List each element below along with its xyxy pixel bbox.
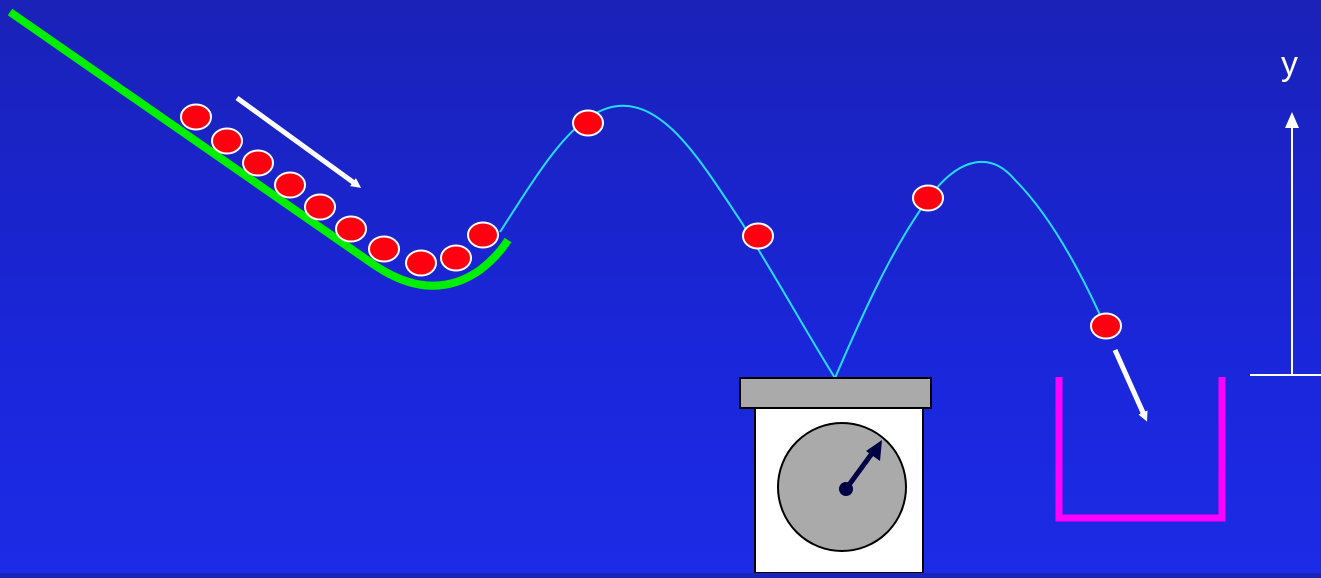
- flight-balls: [572, 109, 1122, 340]
- ball: [368, 235, 400, 263]
- ball: [1090, 312, 1122, 340]
- ball: [211, 127, 243, 155]
- ball: [180, 103, 212, 131]
- ramp: [7, 8, 512, 290]
- ramp-balls: [180, 103, 499, 277]
- ball-trajectory: [499, 104, 1106, 381]
- ball: [304, 193, 336, 221]
- ball: [440, 244, 472, 272]
- scale-needle-pivot: [839, 482, 853, 496]
- axis-arrowhead-icon: [1285, 112, 1299, 128]
- y-axis: [1250, 112, 1321, 376]
- ball: [274, 171, 306, 199]
- ball: [242, 149, 274, 177]
- ball: [405, 249, 437, 277]
- scale-needle: [843, 450, 876, 491]
- falling-arrow-icon: [1112, 348, 1148, 422]
- ramp-arrow-icon: [235, 95, 362, 188]
- scale-platform: [739, 377, 932, 409]
- axis-label: y: [1281, 45, 1298, 83]
- collection-bin-icon: [1055, 377, 1226, 522]
- weighing-scale-icon: [739, 377, 932, 574]
- scale-needle-tip: [866, 440, 882, 461]
- ball: [572, 109, 604, 137]
- ball: [467, 221, 499, 249]
- ball: [912, 184, 944, 212]
- ball: [742, 222, 774, 250]
- ball: [335, 215, 367, 243]
